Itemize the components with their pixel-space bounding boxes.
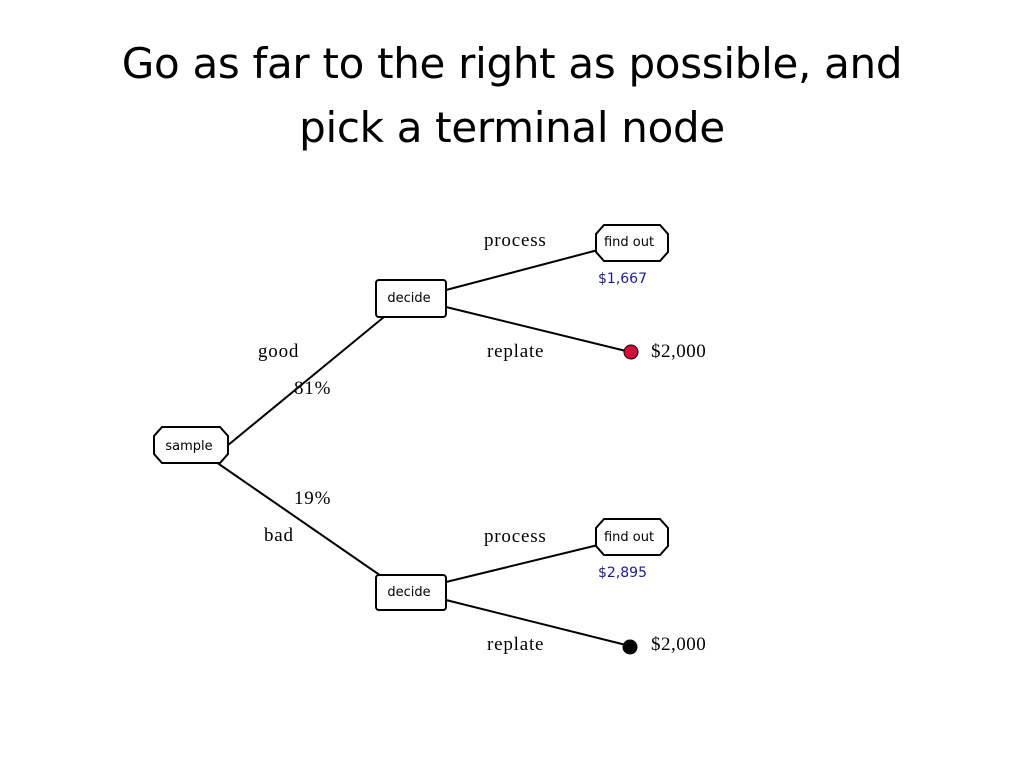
label-good-replate: replate — [487, 341, 544, 362]
node-sample-label: sample — [165, 439, 212, 454]
label-bad-probability: 19% — [294, 488, 331, 509]
node-find-out-bad: find out — [595, 518, 669, 556]
label-bad-replate: replate — [487, 634, 544, 655]
value-bad-replate: $2,000 — [651, 634, 706, 655]
node-decide-bad: decide — [375, 574, 447, 611]
node-decide-bad-label: decide — [387, 585, 430, 600]
edge-bad — [215, 461, 385, 579]
terminal-node-good-replate — [623, 344, 639, 360]
node-find-out-good: find out — [595, 224, 669, 262]
terminal-node-bad-replate — [622, 639, 638, 655]
node-decide-good: decide — [375, 279, 447, 318]
slide-title: Go as far to the right as possible, and … — [40, 32, 984, 160]
node-find-out-good-label: find out — [604, 235, 654, 250]
edge-good-process — [445, 249, 599, 291]
label-bad: bad — [264, 525, 294, 546]
label-bad-process: process — [484, 526, 547, 547]
edge-bad-replate — [445, 599, 627, 646]
slide-title-line-2: pick a terminal node — [299, 103, 725, 152]
value-good-process: $1,667 — [598, 271, 647, 287]
edge-good-replate — [445, 306, 627, 352]
value-good-replate: $2,000 — [651, 341, 706, 362]
edge-good — [215, 316, 385, 456]
label-good-probability: 81% — [294, 378, 331, 399]
value-bad-process: $2,895 — [598, 565, 647, 581]
node-decide-good-label: decide — [387, 291, 430, 306]
node-find-out-bad-label: find out — [604, 530, 654, 545]
label-good: good — [258, 341, 299, 362]
node-sample: sample — [153, 426, 229, 464]
slide-title-line-1: Go as far to the right as possible, and — [121, 39, 903, 88]
label-good-process: process — [484, 230, 547, 251]
edge-bad-process — [445, 544, 599, 583]
